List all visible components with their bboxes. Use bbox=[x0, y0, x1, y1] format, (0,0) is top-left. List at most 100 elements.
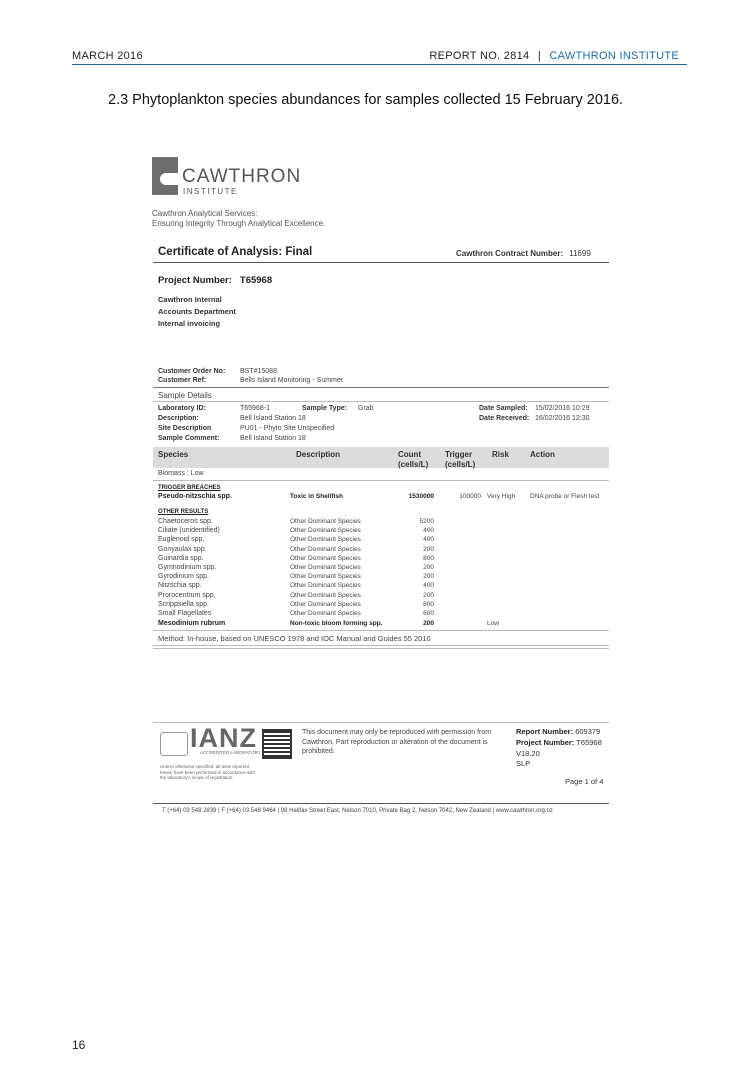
site-value: PU01 - Phyto Site Unspecified bbox=[240, 425, 335, 432]
site-label: Site Description bbox=[158, 425, 212, 432]
final-count: 200 bbox=[423, 620, 434, 627]
project-number-row: Project Number: T65968 bbox=[516, 738, 602, 747]
contact-line: T (+64) 03 548 2839 | F (+64) 03 548 946… bbox=[162, 808, 553, 814]
result-species: Scrippsiella spp. bbox=[158, 600, 209, 608]
trigger-breaches-label: TRIGGER BREACHES bbox=[158, 485, 221, 491]
col-risk: Risk bbox=[492, 450, 509, 459]
other-results-label: OTHER RESULTS bbox=[158, 509, 209, 515]
lab-id-label: Laboratory ID: bbox=[158, 405, 206, 412]
date-sampled-value: 15/02/2016 10:29 bbox=[535, 405, 590, 412]
rule bbox=[153, 645, 609, 646]
report-number-label: Report Number: bbox=[516, 727, 574, 736]
accreditation-note: Unless otherwise specified, all tests re… bbox=[160, 764, 256, 780]
result-species: Guinardia spp. bbox=[158, 554, 204, 562]
project-value: T65968 bbox=[239, 275, 273, 286]
result-species: Gymnodinium spp. bbox=[158, 564, 217, 571]
report-date: MARCH 2016 bbox=[72, 50, 143, 62]
rule bbox=[153, 401, 609, 402]
breach-description: Toxic in Shellfish bbox=[290, 493, 343, 500]
result-species: Ciliate (unidentified) bbox=[158, 527, 220, 535]
header-separator: | bbox=[537, 50, 541, 62]
project-number-value: T65968 bbox=[576, 738, 602, 747]
result-description: Other Dominant Species bbox=[290, 536, 361, 544]
permission-note: This document may only be reproduced wit… bbox=[302, 729, 492, 755]
table-header bbox=[153, 447, 609, 468]
col-count: Count (cells/L) bbox=[398, 450, 429, 469]
page-number: 16 bbox=[72, 1038, 86, 1052]
result-count: 200 bbox=[423, 591, 434, 599]
result-count: 400 bbox=[423, 536, 434, 544]
result-description: Other Dominant Species bbox=[290, 554, 361, 562]
sample-type-label: Sample Type: bbox=[302, 405, 347, 412]
result-species: Prorocentrum spp. bbox=[158, 591, 216, 599]
rule bbox=[153, 722, 609, 723]
col-action: Action bbox=[530, 450, 555, 459]
col-trigger: Trigger (cells/L) bbox=[445, 450, 476, 469]
result-count: 400 bbox=[423, 527, 434, 535]
result-species: Gonyaulax spp. bbox=[158, 545, 207, 553]
result-description: Other Dominant Species bbox=[290, 527, 361, 535]
final-description: Non-toxic bloom forming spp. bbox=[290, 620, 383, 627]
contract-value: 11699 bbox=[569, 249, 591, 258]
contract-number: Cawthron Contract Number: 11699 bbox=[456, 249, 591, 258]
ianz-sub: ACCREDITED LABORATORY bbox=[200, 750, 261, 755]
tagline-1: Cawthron Analytical Services: bbox=[152, 209, 258, 218]
initials: SLP bbox=[516, 759, 531, 768]
certificate-title: Certificate of Analysis: Final bbox=[158, 246, 313, 258]
cawthron-logo-icon bbox=[152, 157, 178, 195]
result-count: 200 bbox=[423, 545, 434, 553]
address-line: Accounts Department bbox=[158, 307, 236, 316]
header-rule bbox=[72, 64, 687, 65]
result-species: Euglenoid spp. bbox=[158, 536, 205, 544]
result-description: Other Dominant Species bbox=[290, 600, 361, 608]
result-description: Other Dominant Species bbox=[290, 591, 361, 599]
col-description: Description bbox=[296, 450, 341, 459]
result-description: Other Dominant Species bbox=[290, 518, 361, 525]
result-species: Gyrodinium spp. bbox=[158, 573, 209, 581]
result-description: Other Dominant Species bbox=[290, 564, 361, 571]
page-of: Page 1 of 4 bbox=[565, 777, 604, 786]
lab-id-value: T65968-1 bbox=[240, 405, 270, 412]
customer-order-label: Customer Order No: bbox=[158, 368, 226, 375]
result-description: Other Dominant Species bbox=[290, 545, 361, 553]
breach-count: 1530000 bbox=[408, 493, 434, 500]
result-count: 400 bbox=[423, 582, 434, 590]
breach-trigger: 100000 bbox=[459, 493, 481, 500]
result-description: Other Dominant Species bbox=[290, 573, 361, 581]
rule bbox=[153, 648, 609, 649]
customer-order-value: BST#15088 bbox=[240, 368, 277, 375]
result-species: Nitzschia spp. bbox=[158, 582, 202, 590]
address-line: Cawthron Internal bbox=[158, 295, 222, 304]
sample-details-heading: Sample Details bbox=[158, 391, 212, 400]
date-received-value: 16/02/2016 12:30 bbox=[535, 415, 590, 422]
report-number-value: 609379 bbox=[575, 727, 601, 736]
customer-ref-value: Bells Island Monitoring - Summer bbox=[240, 377, 344, 384]
project-number: Project Number: T65968 bbox=[158, 275, 272, 286]
section-title: 2.3 Phytoplankton species abundances for… bbox=[108, 92, 624, 108]
final-species: Mesodinium rubrum bbox=[158, 620, 226, 627]
project-number-label: Project Number: bbox=[516, 738, 575, 747]
logo-sub: INSTITUTE bbox=[183, 187, 238, 196]
project-label: Project Number: bbox=[158, 275, 232, 286]
rule bbox=[153, 387, 609, 388]
col-species: Species bbox=[158, 450, 189, 459]
result-count: 200 bbox=[423, 564, 434, 571]
result-species: Small Flagellates bbox=[158, 610, 212, 617]
contract-label: Cawthron Contract Number: bbox=[456, 249, 564, 258]
comment-value: Bell Island Station 18 bbox=[240, 435, 306, 442]
description-value: Bell Island Station 18 bbox=[240, 415, 306, 422]
result-count: 800 bbox=[423, 554, 434, 562]
method: Method: In-house, based on UNESCO 1978 a… bbox=[158, 634, 431, 643]
result-description: Other Dominant Species bbox=[290, 610, 361, 617]
version: V18.20 bbox=[516, 749, 540, 758]
ilac-mra-icon bbox=[160, 732, 188, 756]
logo-name: CAWTHRON bbox=[182, 166, 302, 187]
report-header-right: REPORT NO. 2814 | CAWTHRON INSTITUTE bbox=[429, 50, 679, 62]
final-risk: Low bbox=[487, 620, 499, 627]
comment-label: Sample Comment: bbox=[158, 435, 220, 442]
result-count: 200 bbox=[423, 573, 434, 581]
biomass: Biomass : Low bbox=[158, 470, 204, 477]
title-rule bbox=[153, 262, 609, 263]
sample-type-value: Grab bbox=[358, 405, 374, 412]
result-species: Chaetoceros spp. bbox=[158, 518, 213, 525]
